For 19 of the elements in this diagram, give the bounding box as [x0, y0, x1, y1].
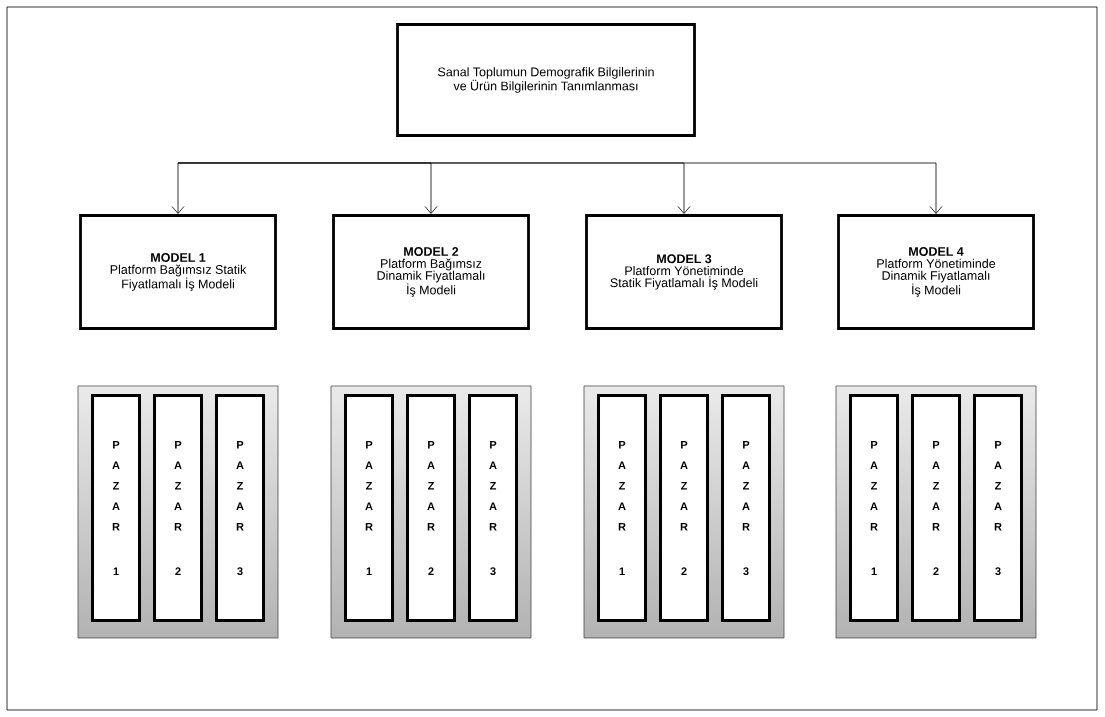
- market-column: P A Z A R 2: [911, 394, 961, 622]
- market-column: P A Z A R 3: [468, 394, 518, 622]
- market-column: P A Z A R 3: [721, 394, 771, 622]
- arrow: [171, 162, 185, 214]
- model-box: MODEL 3 Platform Yönetiminde Statik Fiyatlamalı İş Modeli: [585, 214, 783, 330]
- market-column: P A Z A R 1: [849, 394, 899, 622]
- market-column: P A Z A R 3: [215, 394, 265, 622]
- market-column: P A Z A R 2: [153, 394, 203, 622]
- title-box: Sanal Toplumun Demografik Bilgilerinin ve Ürün Bilgilerinin Tanımlanması: [396, 23, 696, 137]
- market-column: P A Z A R 1: [344, 394, 394, 622]
- model-box: MODEL 4 Platform Yönetiminde Dinamik Fiyatlamalı İş Modeli: [837, 214, 1035, 330]
- market-column: P A Z A R 2: [659, 394, 709, 622]
- model-box: MODEL 1 Platform Bağımsız Statik Fiyatlamalı İş Modeli: [79, 214, 277, 330]
- market-column: P A Z A R 1: [597, 394, 647, 622]
- market-column: P A Z A R 2: [406, 394, 456, 622]
- arrow: [177, 162, 943, 214]
- market-column: P A Z A R 3: [973, 394, 1023, 622]
- market-column: P A Z A R 1: [91, 394, 141, 622]
- model-box: MODEL 2 Platform Bağımsız Dinamik Fiyatlamalı İş Modeli: [332, 214, 530, 330]
